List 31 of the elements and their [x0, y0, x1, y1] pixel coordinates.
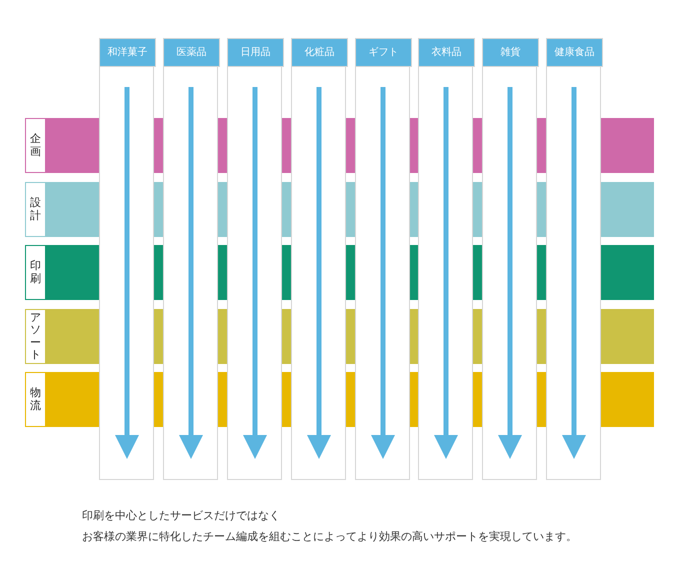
- column-header: 健康食品: [546, 38, 603, 67]
- category-column: [546, 38, 601, 480]
- down-pointer-icon: [371, 87, 395, 459]
- column-header: 医薬品: [163, 38, 220, 67]
- down-pointer-icon: [179, 87, 203, 459]
- down-pointer-icon: [307, 87, 331, 459]
- category-column: [99, 38, 154, 480]
- description-text: お客様の業界に特化したチーム編成を組むことによってより効果の高いサポートを実現しています。: [82, 529, 577, 544]
- process-label: 企画: [25, 118, 46, 173]
- process-label: 設計: [25, 182, 46, 237]
- down-pointer-icon: [498, 87, 522, 459]
- column-header: ギフト: [355, 38, 412, 67]
- column-header: 日用品: [227, 38, 284, 67]
- process-label: 物流: [25, 372, 46, 427]
- category-column: [418, 38, 473, 480]
- process-label: アソート: [25, 309, 46, 364]
- down-pointer-icon: [243, 87, 267, 459]
- column-header: 化粧品: [291, 38, 348, 67]
- category-column: [291, 38, 346, 480]
- category-column: [227, 38, 282, 480]
- category-column: [163, 38, 218, 480]
- down-pointer-icon: [562, 87, 586, 459]
- column-header: 雑貨: [482, 38, 539, 67]
- column-header: 和洋菓子: [99, 38, 156, 67]
- process-label: 印刷: [25, 245, 46, 300]
- category-column: [355, 38, 410, 480]
- column-header: 衣料品: [418, 38, 475, 67]
- down-pointer-icon: [115, 87, 139, 459]
- description-text: 印刷を中心としたサービスだけではなく: [82, 508, 280, 523]
- down-pointer-icon: [434, 87, 458, 459]
- category-column: [482, 38, 537, 480]
